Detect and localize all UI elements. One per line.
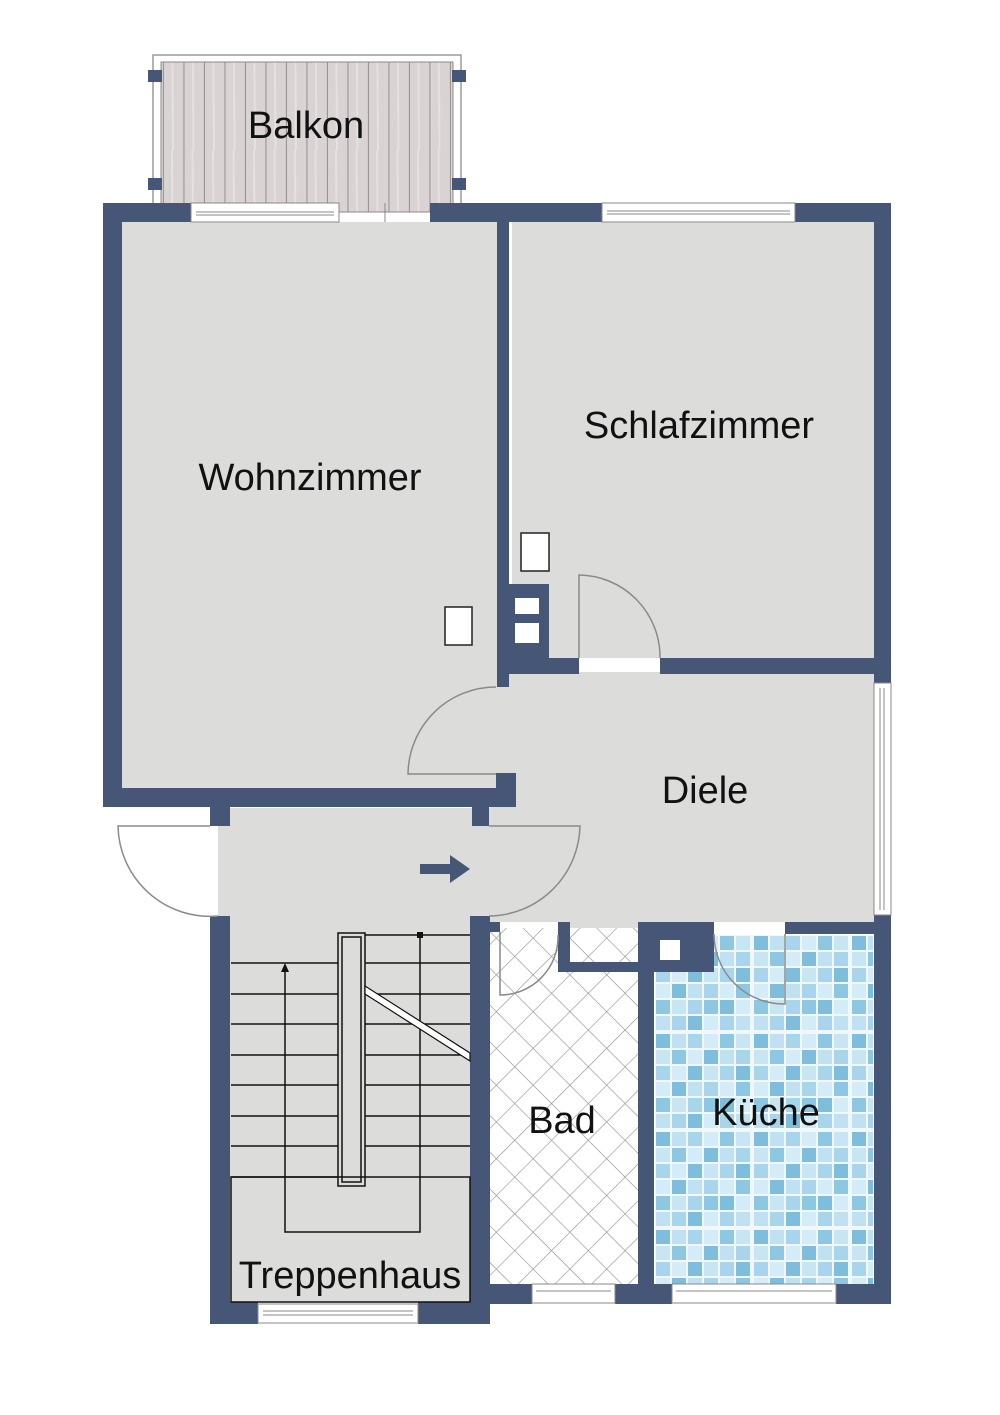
- room-label-schlafzimmer: Schlafzimmer: [584, 405, 814, 447]
- door-swings: [117, 574, 786, 1005]
- radiator: [444, 606, 473, 646]
- kitchen-floor: [655, 935, 873, 1285]
- handrail: [364, 984, 471, 1063]
- door-bad: [499, 932, 559, 996]
- windows: [190, 202, 892, 1324]
- door-kueche: [713, 933, 786, 1005]
- room-label-balkon: Balkon: [248, 105, 364, 147]
- door-diele: [488, 825, 581, 917]
- arrow-right-icon: [420, 855, 470, 883]
- vents: [444, 532, 680, 960]
- door-entrance: [117, 825, 219, 918]
- radiator: [520, 532, 550, 572]
- room-label-diele: Diele: [662, 770, 749, 812]
- stairs-end-marker: [417, 932, 423, 938]
- room-label-kueche: Küche: [712, 1092, 820, 1134]
- stairs: [230, 932, 471, 1303]
- room-label-wohnzimmer: Wohnzimmer: [198, 457, 421, 499]
- room-label-treppenhaus: Treppenhaus: [239, 1255, 462, 1297]
- room-label-bad: Bad: [528, 1100, 596, 1142]
- balcony: [148, 54, 466, 213]
- bath-floor: [488, 928, 638, 1284]
- stairs-up-arrow-icon: [281, 963, 289, 972]
- door-schlafzimmer: [578, 574, 661, 659]
- door-wohnzimmer: [407, 686, 497, 775]
- walls: [103, 203, 891, 1324]
